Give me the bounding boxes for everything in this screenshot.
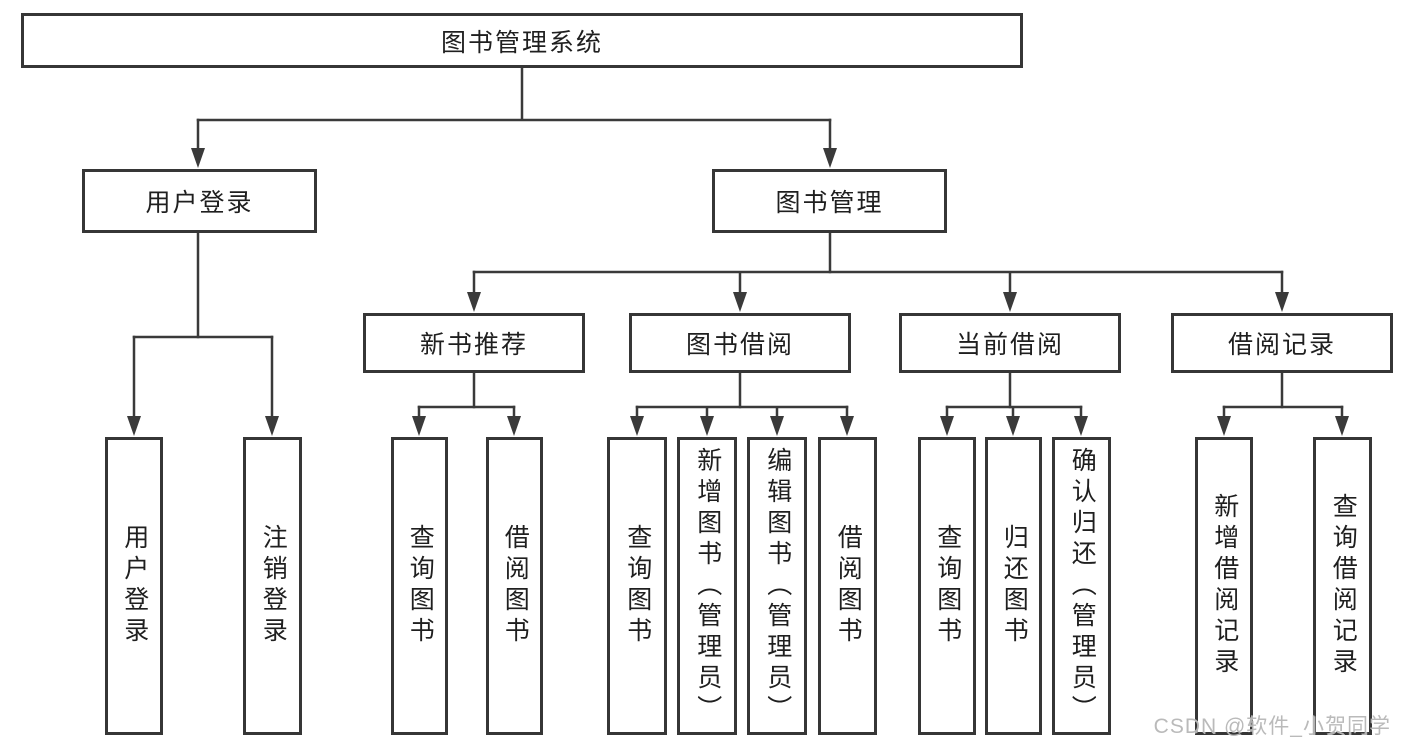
node-book-management-label: 图书管理 <box>775 189 884 217</box>
leaf-borrowing-borrow-books: 借阅图书 <box>818 437 877 735</box>
leaf-records-query-record: 查询借阅记录 <box>1313 437 1372 735</box>
leaf-recommend-query-books-label: 查询图书 <box>406 524 435 648</box>
connector-book-management-split <box>472 233 1284 294</box>
leaf-borrowing-query-books-label: 查询图书 <box>623 524 652 648</box>
arrowhead <box>700 416 714 436</box>
leaf-user-login: 用户登录 <box>105 437 163 735</box>
node-new-book-recommend-label: 新书推荐 <box>419 331 528 359</box>
connector-new-book-recommend-split <box>417 373 516 418</box>
node-book-borrowing: 图书借阅 <box>629 313 851 373</box>
arrowhead <box>1275 292 1289 312</box>
arrowhead <box>191 148 205 168</box>
leaf-borrowing-add-books-admin-label: 新增图书（管理员） <box>693 446 722 726</box>
arrowhead <box>467 292 481 312</box>
leaf-current-query-books-label: 查询图书 <box>933 524 962 648</box>
node-book-management: 图书管理 <box>712 169 947 233</box>
arrowhead <box>630 416 644 436</box>
leaf-borrowing-query-books: 查询图书 <box>607 437 667 735</box>
leaf-logout: 注销登录 <box>243 437 302 735</box>
arrowhead <box>1217 416 1231 436</box>
leaf-records-add-record: 新增借阅记录 <box>1195 437 1253 735</box>
arrowhead <box>840 416 854 436</box>
arrowhead <box>1003 292 1017 312</box>
connector-current-borrowing-split <box>945 373 1083 418</box>
node-current-borrowing-label: 当前借阅 <box>955 331 1064 359</box>
leaf-recommend-borrow-books: 借阅图书 <box>486 437 543 735</box>
arrowhead <box>1335 416 1349 436</box>
connector-book-borrowing-split <box>635 373 849 418</box>
leaf-current-confirm-return-admin-label: 确认归还（管理员） <box>1068 446 1097 726</box>
leaf-records-add-record-label: 新增借阅记录 <box>1210 493 1239 679</box>
leaf-recommend-borrow-books-label: 借阅图书 <box>501 524 530 648</box>
node-new-book-recommend: 新书推荐 <box>363 313 585 373</box>
arrowhead <box>940 416 954 436</box>
node-user-login: 用户登录 <box>82 169 317 233</box>
connector-root-split <box>196 68 832 150</box>
node-borrow-records: 借阅记录 <box>1171 313 1393 373</box>
leaf-borrowing-edit-books-admin: 编辑图书（管理员） <box>747 437 807 735</box>
arrowhead <box>127 416 141 436</box>
arrowhead <box>823 148 837 168</box>
arrowhead <box>733 292 747 312</box>
leaf-current-confirm-return-admin: 确认归还（管理员） <box>1052 437 1111 735</box>
leaf-user-login-label: 用户登录 <box>120 524 149 648</box>
node-book-borrowing-label: 图书借阅 <box>685 331 794 359</box>
leaf-current-return-books: 归还图书 <box>985 437 1042 735</box>
connector-borrow-records-split <box>1222 373 1344 418</box>
leaf-records-query-record-label: 查询借阅记录 <box>1329 493 1358 679</box>
leaf-borrowing-borrow-books-label: 借阅图书 <box>834 524 863 648</box>
arrowhead <box>770 416 784 436</box>
node-current-borrowing: 当前借阅 <box>899 313 1121 373</box>
leaf-borrowing-add-books-admin: 新增图书（管理员） <box>677 437 737 735</box>
leaf-logout-label: 注销登录 <box>259 524 288 648</box>
leaf-current-return-books-label: 归还图书 <box>1000 524 1029 648</box>
connector-user-login-split <box>132 233 274 418</box>
leaf-current-query-books: 查询图书 <box>918 437 976 735</box>
arrowhead <box>1074 416 1088 436</box>
arrowhead <box>412 416 426 436</box>
leaf-recommend-query-books: 查询图书 <box>391 437 448 735</box>
node-root-label: 图书管理系统 <box>440 28 603 57</box>
leaf-borrowing-edit-books-admin-label: 编辑图书（管理员） <box>763 446 792 726</box>
node-borrow-records-label: 借阅记录 <box>1227 331 1336 359</box>
node-root: 图书管理系统 <box>21 13 1023 68</box>
arrowhead <box>265 416 279 436</box>
arrowhead <box>1006 416 1020 436</box>
csdn-watermark: CSDN @软件_小贺同学 <box>1153 715 1391 738</box>
arrowhead <box>507 416 521 436</box>
node-user-login-label: 用户登录 <box>145 189 254 217</box>
